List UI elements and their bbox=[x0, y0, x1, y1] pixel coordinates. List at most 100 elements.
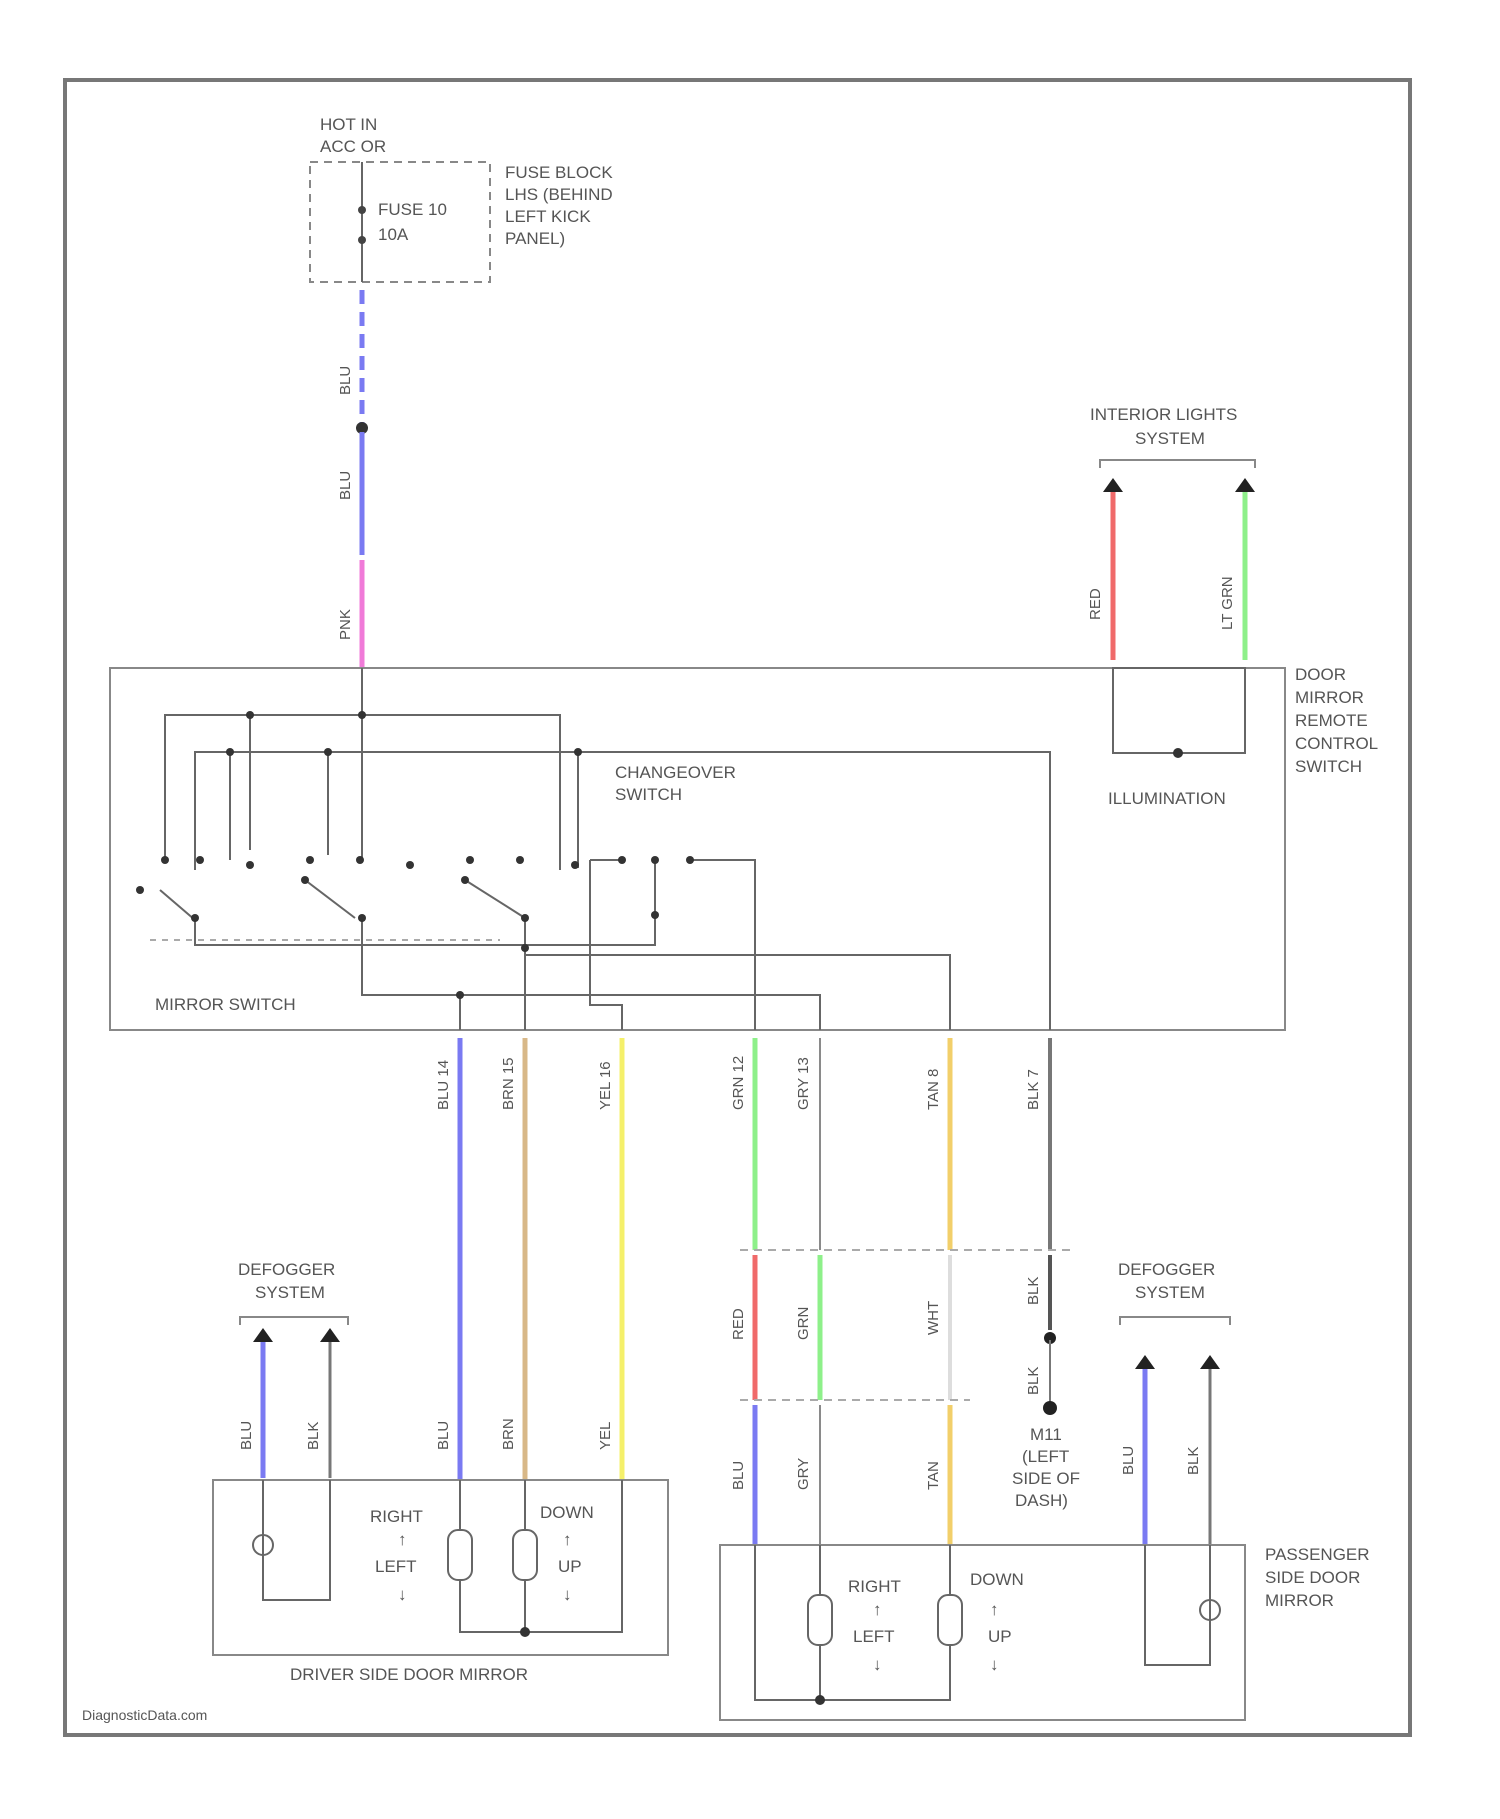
defogger-left-label-1: DEFOGGER bbox=[238, 1260, 335, 1279]
remote-switch-label-2: MIRROR bbox=[1295, 688, 1364, 707]
fuse-terminal-top bbox=[358, 206, 366, 214]
wire-yel-16-label: YEL 16 bbox=[597, 1061, 614, 1110]
wire-blu-bottom-label: BLU bbox=[730, 1461, 747, 1490]
driver-left-label: LEFT bbox=[375, 1557, 417, 1576]
fuse-block-label-2: LHS (BEHIND bbox=[505, 185, 613, 204]
arrow-def-right-blu bbox=[1135, 1355, 1155, 1369]
wire-def-right-blu-label: BLU bbox=[1120, 1446, 1137, 1475]
wire-red-mid-label: RED bbox=[730, 1308, 747, 1340]
passenger-mirror-label-3: MIRROR bbox=[1265, 1591, 1334, 1610]
internal-switch-wiring bbox=[160, 668, 1050, 1030]
driver-common-node bbox=[520, 1627, 530, 1637]
wire-grn-mid-label: GRN bbox=[795, 1307, 812, 1340]
passenger-arrow-down-2: ↓ bbox=[990, 1655, 999, 1674]
wire-def-right-blk-label: BLK bbox=[1185, 1447, 1202, 1475]
wire-blk-7-label: BLK 7 bbox=[1025, 1069, 1042, 1110]
passenger-arrow-down: ↓ bbox=[873, 1655, 882, 1674]
driver-up-label: UP bbox=[558, 1557, 582, 1576]
driver-arrow-up: ↑ bbox=[398, 1530, 407, 1549]
passenger-arrow-up: ↑ bbox=[873, 1600, 882, 1619]
wire-blu-14-label: BLU 14 bbox=[435, 1060, 452, 1110]
driver-arrow-down-2: ↓ bbox=[563, 1585, 572, 1604]
arrow-def-right-blk bbox=[1200, 1355, 1220, 1369]
remote-switch-label-1: DOOR bbox=[1295, 665, 1346, 684]
passenger-left-label: LEFT bbox=[853, 1627, 895, 1646]
wire-wht-mid-label: WHT bbox=[925, 1301, 942, 1335]
fuse-block-label-1: FUSE BLOCK bbox=[505, 163, 613, 182]
illumination-lamp bbox=[1173, 748, 1183, 758]
passenger-mirror-label-2: SIDE DOOR bbox=[1265, 1568, 1360, 1587]
defogger-right-label-2: SYSTEM bbox=[1135, 1283, 1205, 1302]
wire-dm-brn-label: BRN bbox=[500, 1418, 517, 1450]
defogger-left-bracket bbox=[240, 1317, 348, 1325]
acc-or-label: ACC OR bbox=[320, 137, 386, 156]
driver-motor-lr bbox=[448, 1530, 472, 1580]
passenger-arrow-up-2: ↑ bbox=[990, 1600, 999, 1619]
passenger-up-label: UP bbox=[988, 1627, 1012, 1646]
wire-tan-8-label: TAN 8 bbox=[925, 1069, 942, 1110]
fuse-block-label-3: LEFT KICK bbox=[505, 207, 591, 226]
ground-label-4: DASH) bbox=[1015, 1491, 1068, 1510]
passenger-right-label: RIGHT bbox=[848, 1577, 901, 1596]
wire-blu-mid-label: BLU bbox=[337, 471, 354, 500]
footer-watermark: DiagnosticData.com bbox=[82, 1707, 207, 1723]
defogger-left-label-2: SYSTEM bbox=[255, 1283, 325, 1302]
wire-blk-gnd-label: BLK bbox=[1025, 1367, 1042, 1395]
wire-blk-mid-label: BLK bbox=[1025, 1277, 1042, 1305]
remote-switch-label-5: SWITCH bbox=[1295, 757, 1362, 776]
passenger-motor-ud bbox=[938, 1595, 962, 1645]
changeover-label-1: CHANGEOVER bbox=[615, 763, 736, 782]
arrow-def-left-blk bbox=[320, 1328, 340, 1342]
defogger-right-bracket bbox=[1120, 1317, 1230, 1325]
wire-dm-blu-label: BLU bbox=[435, 1421, 452, 1450]
changeover-label-2: SWITCH bbox=[615, 785, 682, 804]
passenger-mirror-label-1: PASSENGER bbox=[1265, 1545, 1370, 1564]
passenger-motor-wiring bbox=[755, 1545, 950, 1700]
defogger-right-label-1: DEFOGGER bbox=[1118, 1260, 1215, 1279]
passenger-down-label: DOWN bbox=[970, 1570, 1024, 1589]
fuse-block-label-4: PANEL) bbox=[505, 229, 565, 248]
driver-defogger-loop bbox=[263, 1480, 330, 1600]
fuse-rating-label: 10A bbox=[378, 225, 409, 244]
wire-def-left-blu-label: BLU bbox=[238, 1421, 255, 1450]
illumination-label: ILLUMINATION bbox=[1108, 789, 1226, 808]
interior-lights-bracket bbox=[1100, 460, 1255, 468]
arrow-green-up bbox=[1235, 478, 1255, 492]
ground-label-1: M11 bbox=[1030, 1425, 1062, 1444]
driver-mirror-title: DRIVER SIDE DOOR MIRROR bbox=[290, 1665, 528, 1684]
remote-switch-label-4: CONTROL bbox=[1295, 734, 1378, 753]
hot-in-label: HOT IN bbox=[320, 115, 377, 134]
arrow-red-up bbox=[1103, 478, 1123, 492]
driver-right-label: RIGHT bbox=[370, 1507, 423, 1526]
illumination-loop bbox=[1113, 668, 1245, 753]
wire-tan-bottom-label: TAN bbox=[925, 1461, 942, 1490]
wire-brn-15-label: BRN 15 bbox=[500, 1057, 517, 1110]
fuse-block-box bbox=[310, 162, 490, 282]
mirror-switch-label: MIRROR SWITCH bbox=[155, 995, 296, 1014]
wire-ltgrn-interior-label: LT GRN bbox=[1219, 576, 1236, 630]
fuse-terminal-bottom bbox=[358, 236, 366, 244]
passenger-common-node bbox=[815, 1695, 825, 1705]
ground-point bbox=[1043, 1401, 1057, 1415]
wire-pnk-label: PNK bbox=[337, 609, 354, 640]
wire-gry-13-label: GRY 13 bbox=[795, 1057, 812, 1110]
driver-motor-ud bbox=[513, 1530, 537, 1580]
driver-mirror-box bbox=[213, 1480, 668, 1655]
wire-dm-yel-label: YEL bbox=[597, 1422, 614, 1450]
wire-red-interior-label: RED bbox=[1087, 588, 1104, 620]
driver-arrow-down: ↓ bbox=[398, 1585, 407, 1604]
arrow-def-left-blu bbox=[253, 1328, 273, 1342]
passenger-motor-lr bbox=[808, 1595, 832, 1645]
ground-label-2: (LEFT bbox=[1022, 1447, 1069, 1466]
remote-switch-label-3: REMOTE bbox=[1295, 711, 1368, 730]
wire-blu-top-label: BLU bbox=[337, 366, 354, 395]
interior-lights-label-2: SYSTEM bbox=[1135, 429, 1205, 448]
wire-grn-12-label: GRN 12 bbox=[730, 1056, 747, 1110]
wire-def-left-blk-label: BLK bbox=[305, 1422, 322, 1450]
ground-label-3: SIDE OF bbox=[1012, 1469, 1080, 1488]
wire-gry-bottom-label: GRY bbox=[795, 1458, 812, 1490]
driver-arrow-up-2: ↑ bbox=[563, 1530, 572, 1549]
interior-lights-label-1: INTERIOR LIGHTS bbox=[1090, 405, 1237, 424]
driver-down-label: DOWN bbox=[540, 1503, 594, 1522]
